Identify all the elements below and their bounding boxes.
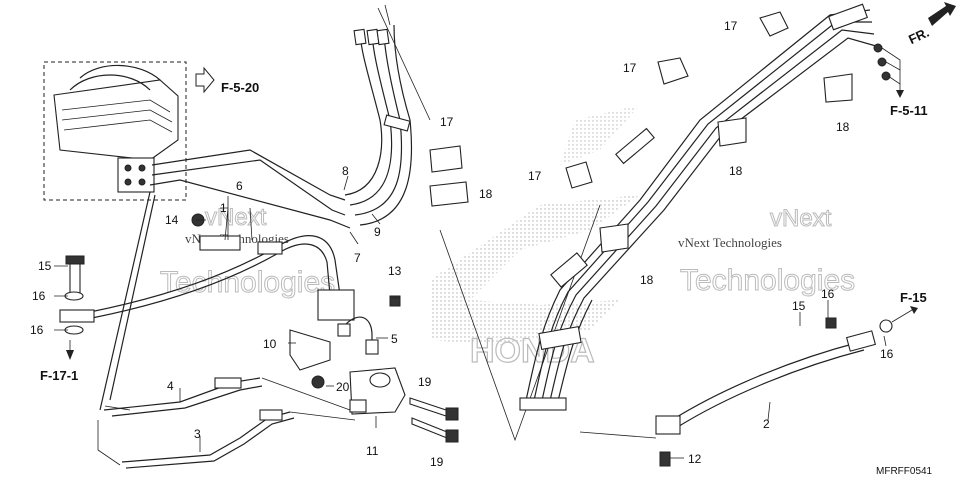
label-18-d: 18 (479, 187, 493, 201)
svg-text:vNext Technologies: vNext Technologies (678, 235, 782, 250)
svg-text:F-5-11: F-5-11 (890, 103, 928, 118)
arrow-icon (896, 90, 904, 98)
front-arrow-icon (928, 2, 956, 26)
clip-18-c (599, 223, 629, 253)
clip-18-b (717, 117, 747, 147)
hose-fitting-lower (655, 415, 681, 435)
part-number-labels: 1 2 3 4 5 6 7 8 9 10 11 12 13 14 15 15 1… (30, 19, 894, 469)
label-18-a: 18 (836, 120, 850, 134)
label-16-right-a: 16 (821, 287, 835, 301)
three-way-joint (349, 367, 459, 443)
label-19-a: 19 (418, 375, 432, 389)
label-17-a: 17 (724, 19, 738, 33)
svg-text:vNext: vNext (770, 205, 832, 232)
label-2: 2 (763, 417, 770, 431)
abs-modulator-group (43, 61, 187, 201)
label-3: 3 (194, 427, 201, 441)
brake-hose-front (59, 235, 355, 323)
arrow-icon (910, 306, 918, 314)
svg-text:F-5-20: F-5-20 (221, 80, 259, 95)
brake-pipes-right (519, 3, 901, 411)
hose-joint (199, 235, 241, 251)
svg-text:vNext: vNext (205, 204, 267, 231)
label-4: 4 (167, 379, 174, 393)
hose-bracket (317, 289, 355, 321)
ref-f-17-1[interactable]: F-17-1 (40, 368, 78, 383)
lower-pipes (97, 377, 356, 469)
watermark-right: vNext Technologies vNext Technologies (678, 205, 856, 298)
banjo-bolt-left (64, 255, 85, 360)
label-14: 14 (165, 213, 179, 227)
leader-bundle (439, 204, 601, 442)
label-17-b: 17 (623, 61, 637, 75)
label-17-c: 17 (528, 169, 542, 183)
label-18-b: 18 (729, 164, 743, 178)
diagram-code: MFRFF0541 (876, 466, 933, 477)
label-12: 12 (688, 452, 702, 466)
ref-f-5-20[interactable]: F-5-20 (195, 66, 259, 95)
label-5: 5 (391, 332, 398, 346)
brake-hose-rear (579, 317, 893, 439)
label-17-d: 17 (440, 115, 454, 129)
brake-pipes-center (99, 4, 431, 411)
clip-17-b (657, 57, 689, 85)
bolt-12 (659, 451, 671, 467)
label-10: 10 (263, 337, 277, 351)
label-11: 11 (366, 444, 379, 458)
svg-text:FR.: FR. (906, 25, 931, 47)
clip-18-d (429, 181, 469, 207)
label-8: 8 (342, 164, 349, 178)
pipe-5 (337, 316, 379, 355)
svg-text:F-15: F-15 (900, 290, 927, 305)
watermark-left: vNext Technologies vNext Technologies (160, 204, 336, 300)
label-20: 20 (336, 380, 350, 394)
bolt-13 (389, 295, 401, 307)
svg-text:F-17-1: F-17-1 (40, 368, 78, 383)
dashed-box (43, 61, 187, 201)
label-7: 7 (354, 251, 361, 265)
label-1: 1 (220, 201, 227, 215)
label-16-left-b: 16 (30, 323, 44, 337)
clip-18-a (823, 73, 853, 103)
label-6: 6 (236, 179, 243, 193)
hose-fitting-upper (845, 330, 877, 352)
clip-17-d (429, 145, 463, 173)
abs-modulator (53, 79, 179, 161)
label-16-left-a: 16 (32, 289, 46, 303)
ref-f-5-11[interactable]: F-5-11 (890, 84, 928, 118)
label-15-right: 15 (792, 299, 806, 313)
bracket-10 (289, 329, 331, 389)
label-leaders (54, 175, 887, 459)
label-18-c: 18 (640, 273, 654, 287)
clip-17-a (759, 11, 789, 37)
svg-text:Technologies: Technologies (160, 266, 335, 299)
front-direction-indicator: FR. (906, 2, 956, 47)
ref-f-15[interactable]: F-15 (891, 290, 927, 323)
label-16-right-b: 16 (880, 347, 894, 361)
label-9: 9 (374, 225, 381, 239)
right-arrow-icon (195, 66, 215, 94)
clip-17-c (565, 161, 593, 189)
label-13: 13 (388, 264, 402, 278)
pipe-clips (429, 11, 853, 253)
svg-text:Technologies: Technologies (680, 264, 855, 297)
label-19-b: 19 (430, 455, 444, 469)
label-15-left: 15 (38, 259, 52, 273)
